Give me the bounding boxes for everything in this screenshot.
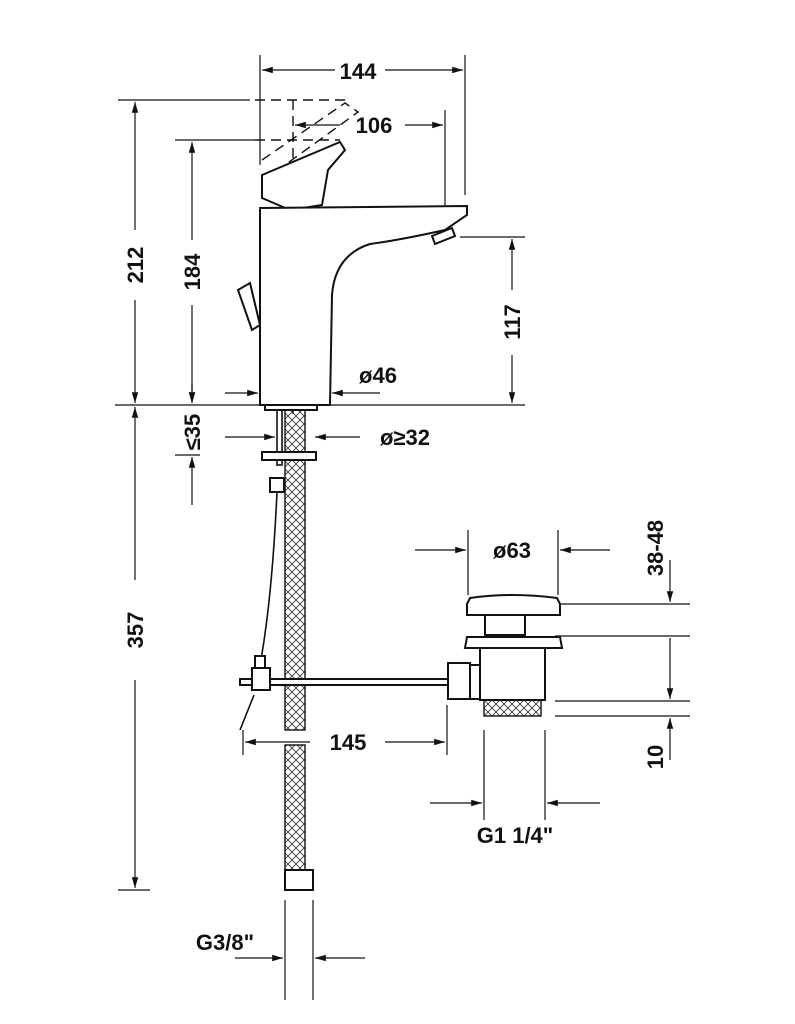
lever-handle: [261, 140, 347, 212]
spout-body: [259, 204, 468, 406]
aerator: [430, 226, 457, 246]
dim-height-total: 212: [123, 247, 148, 284]
dim-drain-thread-length: 10: [643, 745, 668, 769]
dim-rod-length: 145: [330, 730, 367, 755]
dim-drain-range: 38-48: [643, 520, 668, 576]
dim-supply-thread: G3/8": [196, 930, 254, 955]
dimension-labels: 144 106 212 184 117 ø46 ø≥32 ≤35 357 ø63…: [123, 59, 668, 955]
dim-deck-thickness: ≤35: [180, 414, 205, 451]
dim-below-deck: 357: [123, 612, 148, 649]
dim-drain-diameter: ø63: [493, 538, 531, 563]
lever-open-dashed: [261, 102, 360, 166]
extension-lines: [115, 55, 690, 1000]
faucet-body: [236, 102, 468, 411]
dim-hole-diameter: ø≥32: [380, 425, 430, 450]
dim-body-diameter: ø46: [359, 363, 397, 388]
drain-cap: [466, 594, 561, 616]
pop-up-waste: [239, 594, 564, 717]
dimension-lines: [131, 66, 674, 962]
supply-hose: [239, 409, 317, 891]
dim-drain-thread: G1 1/4": [477, 823, 553, 848]
dim-width-overall: 144: [340, 59, 377, 84]
dim-spout-height: 117: [500, 304, 525, 340]
dim-height-lever: 184: [180, 253, 205, 290]
pop-up-knob: [236, 281, 262, 332]
dim-lever-reach: 106: [356, 113, 393, 138]
